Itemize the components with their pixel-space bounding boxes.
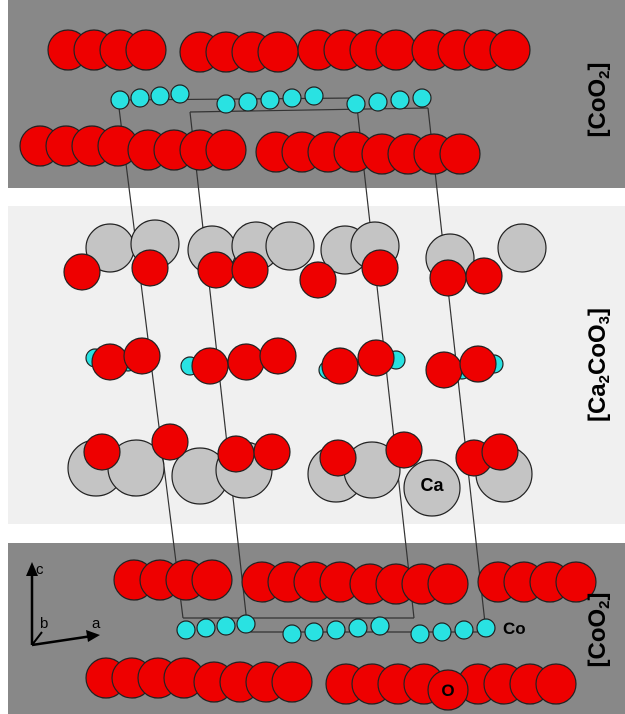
cobalt-atom — [348, 618, 368, 638]
layer-label-middle: [Ca2CoO3] — [584, 308, 613, 422]
a-axis-arrow — [31, 634, 93, 647]
oxygen-atom — [125, 29, 167, 71]
calcium-atom — [497, 223, 547, 273]
oxygen-atom — [425, 351, 463, 389]
cobalt-atom — [368, 92, 388, 112]
c-axis-arrowhead — [26, 562, 38, 576]
layer-label-top: [CoO2] — [584, 62, 613, 137]
oxygen-atom — [465, 257, 503, 295]
oxygen-legend-atom — [427, 669, 469, 711]
oxygen-atom — [253, 433, 291, 471]
oxygen-atom — [91, 343, 129, 381]
cobalt-atom — [304, 622, 324, 642]
b-axis-label: b — [40, 615, 48, 632]
cobalt-atom — [236, 614, 256, 634]
cobalt-atom — [238, 92, 258, 112]
oxygen-atom — [535, 663, 577, 705]
cobalt-atom — [304, 86, 324, 106]
calcium-atom — [403, 459, 461, 517]
oxygen-atom — [427, 563, 469, 605]
oxygen-atom — [123, 337, 161, 375]
a-axis-arrowhead — [86, 630, 100, 642]
oxygen-atom — [357, 339, 395, 377]
cobalt-atom — [260, 90, 280, 110]
cobalt-atom — [412, 88, 432, 108]
calcium-atom — [265, 221, 315, 271]
oxygen-atom — [231, 251, 269, 289]
cobalt-atom — [150, 86, 170, 106]
cobalt-atom — [170, 84, 190, 104]
atoms-group — [19, 29, 597, 711]
oxygen-atom — [439, 133, 481, 175]
cobalt-atom — [454, 620, 474, 640]
oxygen-atom — [131, 249, 169, 287]
oxygen-atom — [191, 559, 233, 601]
cobalt-atom — [110, 90, 130, 110]
oxygen-atom — [197, 251, 235, 289]
oxygen-atom — [481, 433, 519, 471]
oxygen-atom — [459, 345, 497, 383]
cobalt-atom — [130, 88, 150, 108]
oxygen-atom — [385, 431, 423, 469]
cobalt-atom — [282, 88, 302, 108]
oxygen-atom — [227, 343, 265, 381]
oxygen-atom — [489, 29, 531, 71]
oxygen-atom — [259, 337, 297, 375]
oxygen-atom — [271, 661, 313, 703]
cobalt-atom — [390, 90, 410, 110]
cobalt-atom — [476, 618, 496, 638]
oxygen-atom — [63, 253, 101, 291]
oxygen-atom — [319, 439, 357, 477]
oxygen-atom — [151, 423, 189, 461]
b-axis-arrow — [31, 631, 43, 646]
cobalt-atom — [432, 622, 452, 642]
a-axis-label: a — [92, 615, 101, 632]
oxygen-atom — [217, 435, 255, 473]
cobalt-atom — [196, 618, 216, 638]
axes-indicator: c b a — [26, 561, 101, 647]
oxygen-atom — [299, 261, 337, 299]
co-atom-label: Co — [503, 619, 526, 638]
cobalt-atom — [216, 616, 236, 636]
oxygen-atom — [321, 347, 359, 385]
cobalt-atom — [282, 624, 302, 644]
o-atom-label: O — [441, 681, 454, 700]
cobalt-atom — [176, 620, 196, 640]
c-axis-label: c — [36, 561, 44, 578]
layer-label-bottom: [CoO2] — [584, 592, 613, 667]
cobalt-atom — [410, 624, 430, 644]
oxygen-atom — [361, 249, 399, 287]
oxygen-atom — [555, 561, 597, 603]
oxygen-atom — [429, 259, 467, 297]
cobalt-atom — [346, 94, 366, 114]
oxygen-atom — [205, 129, 247, 171]
cobalt-atom — [370, 616, 390, 636]
oxygen-atom — [191, 347, 229, 385]
cobalt-atom — [326, 620, 346, 640]
oxygen-atom — [257, 31, 299, 73]
ca-atom-label: Ca — [420, 475, 444, 495]
oxygen-atom — [83, 433, 121, 471]
cobalt-atom — [216, 94, 236, 114]
oxygen-atom — [375, 29, 417, 71]
